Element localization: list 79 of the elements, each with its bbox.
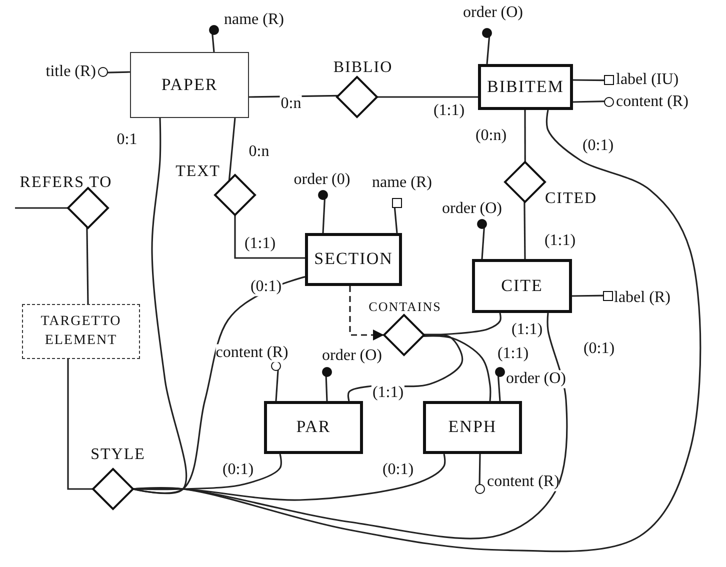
cardinality-label: (0:1) xyxy=(581,137,615,155)
attribute-name: order (0) xyxy=(294,171,350,189)
attribute-name: content (R) xyxy=(216,344,288,362)
attribute-name: content (R) xyxy=(487,473,560,491)
cardinality-label: (0:1) xyxy=(221,461,255,479)
entity-box: PAR xyxy=(264,401,363,454)
attribute-name: order (O) xyxy=(463,4,523,22)
key-attribute-marker xyxy=(322,367,332,377)
attribute-line xyxy=(106,71,130,74)
cardinality-label: (0:n) xyxy=(474,127,508,145)
attribute-name: order (O) xyxy=(442,200,502,218)
attribute-line xyxy=(275,369,279,402)
relationship-line xyxy=(228,118,236,181)
attribute-line xyxy=(573,79,606,82)
attribute-name: order (O) xyxy=(506,370,566,388)
cardinality-label: (1:1) xyxy=(510,321,544,339)
cardinality-label: (0:1) xyxy=(381,461,415,479)
relationship-line xyxy=(15,207,68,209)
cardinality-label: (1:1) xyxy=(243,235,277,253)
relationship-line xyxy=(524,110,526,162)
cardinality-label: (1:1) xyxy=(496,345,530,363)
entity-box: BIBITEM xyxy=(478,64,573,110)
key-attribute-marker xyxy=(318,190,328,200)
attribute-line xyxy=(486,36,490,64)
entity-box: ENPH xyxy=(423,401,522,454)
relationship-line xyxy=(132,454,282,490)
attribute-marker xyxy=(475,484,485,494)
attribute-line xyxy=(478,454,481,486)
attribute-name: name (R) xyxy=(372,174,432,192)
relationship-name: CONTAINS xyxy=(368,299,442,315)
key-attribute-marker xyxy=(209,25,219,35)
identifier-marker xyxy=(392,198,402,208)
attribute-marker xyxy=(271,361,281,371)
attribute-name: content (R) xyxy=(616,93,688,111)
attribute-line xyxy=(212,34,215,52)
relationship-name: STYLE xyxy=(90,446,146,464)
attribute-line xyxy=(497,376,501,402)
identifier-marker xyxy=(604,75,614,85)
attribute-line xyxy=(394,206,398,234)
cardinality-label: (1:1) xyxy=(543,232,577,250)
attribute-name: label (R) xyxy=(614,289,670,307)
relationship-line xyxy=(132,276,306,494)
relationship-name: CITED xyxy=(545,190,598,208)
cardinality-label: (0:1) xyxy=(249,278,283,296)
relationship-line xyxy=(248,94,338,98)
relationship-line xyxy=(234,215,305,259)
relationship-line xyxy=(67,359,93,490)
attribute-name: title (R) xyxy=(46,63,96,81)
entity-box: SECTION xyxy=(305,233,402,286)
relationship-line xyxy=(86,226,89,304)
key-attribute-marker xyxy=(482,28,492,38)
weak-entity-box: TARGETTO ELEMENT xyxy=(22,304,140,359)
entity-box: CITE xyxy=(472,259,572,313)
attribute-name: name (R) xyxy=(224,11,284,29)
relationship-line xyxy=(132,110,702,552)
relationship-line xyxy=(377,96,478,98)
identifier-marker xyxy=(603,291,613,301)
relationship-line xyxy=(422,335,492,402)
relationship-name: BIBLIO xyxy=(333,59,393,77)
cardinality-label: (1:1) xyxy=(371,384,405,402)
relationship-line xyxy=(132,312,568,540)
attribute-name: order (O) xyxy=(322,347,382,365)
relationship-name: TEXT xyxy=(176,163,220,181)
attribute-marker xyxy=(98,67,108,77)
attribute-line xyxy=(325,376,328,402)
key-attribute-marker xyxy=(477,219,487,229)
attribute-line xyxy=(572,100,606,103)
cardinality-label: (0:1) xyxy=(582,340,616,358)
attribute-name: label (IU) xyxy=(616,71,679,89)
relationship-name: REFERS TO xyxy=(20,174,112,192)
entity-box: PAPER xyxy=(130,52,249,118)
cardinality-label: (1:1) xyxy=(432,102,466,120)
attribute-line xyxy=(481,227,485,260)
attribute-marker xyxy=(604,97,614,107)
relationship-line xyxy=(349,286,384,341)
key-attribute-marker xyxy=(495,367,505,377)
attribute-line xyxy=(322,198,326,234)
attribute-line xyxy=(572,294,604,297)
relationship-line xyxy=(524,201,526,259)
